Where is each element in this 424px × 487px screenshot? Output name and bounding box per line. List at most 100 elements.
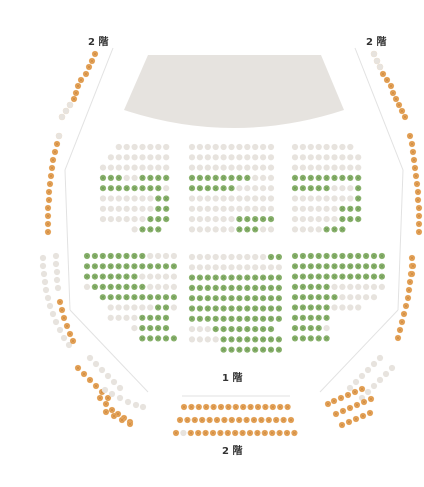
- seat-check-mark: [156, 295, 160, 300]
- seat-check-mark: [156, 326, 160, 330]
- seat-check-mark: [261, 316, 265, 321]
- seat-check-mark: [269, 286, 273, 290]
- sold-seat: [252, 164, 259, 171]
- seat-check-mark: [253, 275, 258, 280]
- seat-check-mark: [49, 174, 53, 178]
- seat-check-mark: [190, 306, 194, 311]
- seat-check-mark: [90, 59, 94, 63]
- sold-seat: [196, 195, 203, 202]
- seat-check-mark: [261, 275, 265, 280]
- seat-check-mark: [324, 295, 329, 300]
- sold-seat: [363, 294, 370, 301]
- seat-check-mark: [332, 227, 337, 232]
- seat-check-mark: [360, 387, 364, 391]
- sold-seat: [104, 372, 112, 380]
- seat-check-mark: [277, 296, 281, 301]
- seat-check-mark: [204, 405, 209, 409]
- sold-seat: [236, 185, 243, 192]
- seat-check-mark: [219, 405, 223, 409]
- seat-check-mark: [218, 431, 223, 435]
- sold-seat: [323, 154, 330, 161]
- sold-seat: [147, 273, 154, 280]
- sold-seat: [107, 216, 114, 223]
- sold-seat: [196, 205, 203, 212]
- seat-check-mark: [245, 227, 250, 232]
- seat-check-mark: [74, 91, 78, 95]
- seat-check-mark: [156, 186, 161, 191]
- outline-right-bottom: [319, 309, 399, 393]
- seat-check-mark: [198, 306, 202, 311]
- sold-seat: [267, 185, 275, 192]
- sold-seat: [124, 398, 132, 406]
- seat-check-mark: [400, 320, 404, 324]
- seat-check-mark: [48, 182, 52, 186]
- seat-check-mark: [76, 84, 80, 88]
- sold-seat: [212, 195, 219, 202]
- seat-check-mark: [79, 78, 83, 82]
- sold-seat: [315, 205, 322, 212]
- sold-seat: [123, 205, 130, 212]
- sold-seat: [228, 226, 235, 233]
- seat-check-mark: [164, 264, 168, 269]
- seat-check-mark: [261, 327, 265, 331]
- seat-check-mark: [293, 315, 297, 320]
- seat-check-mark: [46, 206, 50, 210]
- seat-check-mark: [213, 296, 218, 301]
- sold-seat: [291, 195, 299, 202]
- seat-check-mark: [229, 306, 234, 311]
- seat-check-mark: [213, 275, 218, 280]
- sold-seat: [260, 164, 267, 171]
- sold-seat: [267, 164, 275, 171]
- seat-check-mark: [301, 336, 305, 341]
- sold-seat: [347, 164, 354, 171]
- seat-check-mark: [259, 418, 264, 422]
- seat-check-mark: [93, 254, 97, 258]
- seat-check-mark: [261, 347, 265, 352]
- seat-check-mark: [380, 274, 384, 279]
- sold-seat: [236, 205, 243, 212]
- sold-seat: [364, 366, 372, 374]
- seat-check-mark: [205, 176, 210, 180]
- seat-check-mark: [164, 305, 168, 310]
- seat-check-mark: [192, 418, 197, 422]
- sold-seat: [123, 304, 130, 311]
- seat-check-mark: [237, 286, 242, 290]
- seat-check-mark: [213, 176, 218, 180]
- seat-check-mark: [221, 327, 226, 331]
- seat-check-mark: [244, 418, 249, 422]
- seat-check-mark: [269, 347, 273, 352]
- seat-check-mark: [124, 264, 129, 269]
- sold-seat: [267, 174, 275, 181]
- seat-check-mark: [237, 227, 242, 232]
- hall-outline: [64, 47, 404, 397]
- sold-seat: [204, 143, 211, 151]
- seat-check-mark: [245, 286, 250, 290]
- seat-check-mark: [124, 254, 129, 258]
- seat-check-mark: [391, 91, 395, 95]
- seat-check-mark: [253, 337, 258, 342]
- sold-seat: [388, 364, 396, 372]
- seat-check-mark: [164, 336, 168, 341]
- sold-seat: [260, 264, 267, 271]
- sold-seat: [220, 216, 227, 223]
- seat-check-mark: [269, 306, 273, 311]
- seat-check-mark: [72, 97, 76, 101]
- seat-check-mark: [245, 337, 250, 342]
- sold-seat: [212, 336, 219, 343]
- seat-check-mark: [348, 254, 353, 258]
- seat-check-mark: [140, 315, 145, 320]
- seat-check-mark: [164, 295, 168, 300]
- seat-check-mark: [308, 295, 313, 300]
- seat-check-mark: [132, 264, 137, 269]
- seat-check-mark: [348, 274, 353, 279]
- seat-check-mark: [332, 254, 337, 258]
- seat-check-mark: [46, 222, 50, 226]
- seat-check-mark: [88, 378, 92, 382]
- sold-seat: [252, 185, 259, 192]
- sold-seat: [115, 164, 122, 171]
- sold-seat: [188, 216, 196, 223]
- seat-check-mark: [293, 336, 297, 341]
- sold-seat: [139, 273, 146, 280]
- sold-seat: [373, 57, 381, 65]
- sold-seat: [131, 164, 138, 171]
